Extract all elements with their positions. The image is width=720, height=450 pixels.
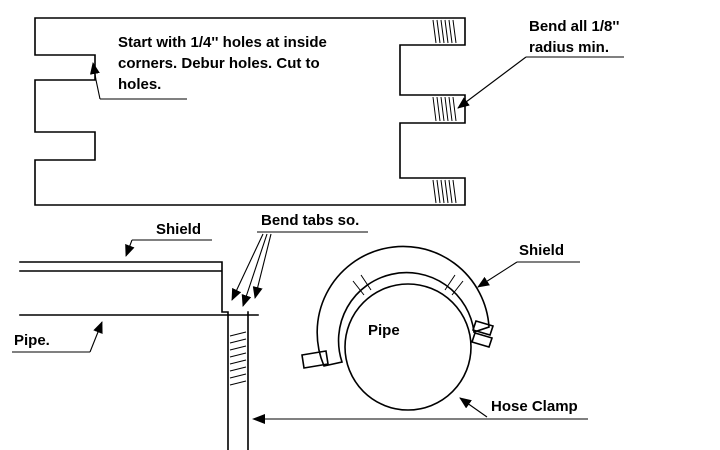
holes-note-leader-arrow bbox=[89, 62, 101, 100]
flat-pattern-annotation-lines bbox=[89, 56, 624, 109]
shield-label-side-view: Shield bbox=[156, 221, 202, 238]
bend-zone-hatch-tab-strip bbox=[229, 331, 247, 386]
pipe-circle bbox=[344, 283, 472, 411]
end-view-annotation-lines bbox=[252, 261, 588, 424]
pipe-label-side-view: Pipe. bbox=[14, 332, 50, 349]
holes-instruction-note: Start with 1/4'' holes at inside corners… bbox=[118, 32, 327, 95]
shield-label-end-view: Shield bbox=[519, 242, 565, 259]
pipe-label-end-view: Pipe bbox=[368, 322, 400, 339]
hose-clamp-left-arrowhead bbox=[252, 414, 265, 424]
hose-clamp-leader-arrow bbox=[459, 397, 488, 418]
holes-instruction-note-line3: holes. bbox=[118, 76, 162, 93]
bend-tabs-leader-arrow-3 bbox=[252, 233, 272, 299]
shield-end-tab bbox=[301, 350, 329, 369]
bend-zone-hatch-middle-tab bbox=[432, 96, 457, 122]
side-view bbox=[19, 261, 259, 450]
side-view-annotation-lines bbox=[12, 231, 368, 353]
shield-band bbox=[316, 245, 490, 367]
shield-segment-dividers bbox=[352, 274, 464, 296]
bend-zone-hatch-bottom-tab bbox=[432, 179, 457, 204]
pipe-leader-arrow-left bbox=[89, 321, 103, 353]
bend-tabs-leader-arrow-1 bbox=[231, 233, 264, 301]
bend-radius-note: Bend all 1/8'' radius min. bbox=[529, 16, 620, 58]
hose-clamp-fastener bbox=[470, 320, 495, 348]
shield-leader-arrow-right bbox=[477, 261, 518, 288]
bend-radius-note-line1: Bend all 1/8'' bbox=[529, 18, 620, 35]
holes-instruction-note-line1: Start with 1/4'' holes at inside bbox=[118, 34, 327, 51]
bend-tabs-label: Bend tabs so. bbox=[261, 212, 360, 229]
bend-note-leader-arrow bbox=[457, 56, 527, 109]
flat-pattern-outline bbox=[34, 17, 466, 206]
side-view-lines bbox=[19, 261, 259, 450]
shield-leader-arrow-left bbox=[125, 239, 135, 257]
flat-pattern-view bbox=[34, 17, 466, 206]
bend-tabs-leader-arrow-2 bbox=[241, 233, 268, 307]
end-view bbox=[301, 245, 495, 411]
hose-clamp-label: Hose Clamp bbox=[491, 398, 578, 415]
bend-radius-note-line2: radius min. bbox=[529, 39, 610, 56]
bend-zone-hatch-top-tab bbox=[432, 19, 457, 44]
holes-instruction-note-line2: corners. Debur holes. Cut to bbox=[118, 55, 320, 72]
